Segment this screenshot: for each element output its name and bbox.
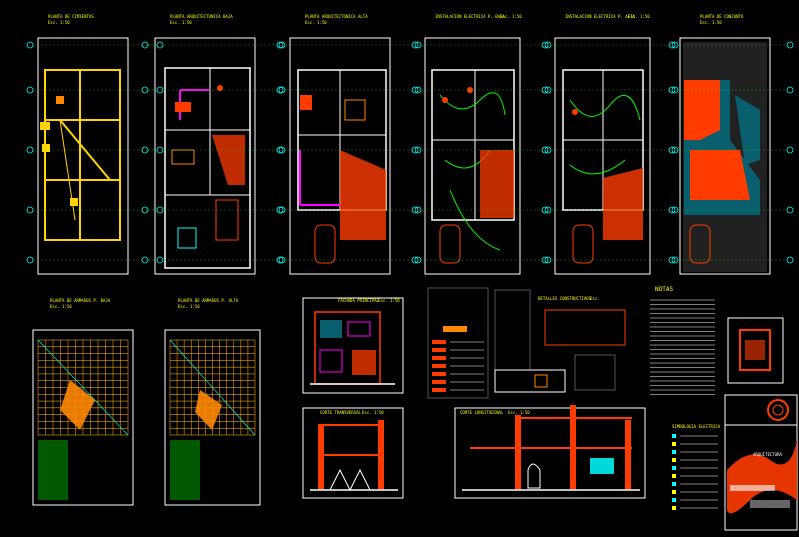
scale-electrica-baja: Esc. 1:50 [500,14,522,19]
plan-conjunto [679,37,771,275]
title-simbologia: SIMBOLOGIA ELECTRICA [672,424,721,429]
axis-bubble [414,146,422,154]
scale-plan-alta: Esc. 1:50 [305,20,327,25]
title-plan-baja: PLANTA ARQUITECTONICA BAJA [170,14,233,19]
axis-bubble [544,86,552,94]
scale-corte-transversal: Esc. 1:50 [362,410,384,415]
axis-bubble [414,41,422,49]
plan-electrica-alta [554,37,651,275]
scale-armados-alta: Esc. 1:50 [178,304,200,309]
legend-swatch [432,380,446,384]
detalle-escalera [727,317,784,384]
scale-detalles: Esc. [590,296,600,301]
axis-bubble [414,206,422,214]
notas-block [650,299,715,395]
corte-transversal [302,407,404,499]
axis-bubble [671,256,679,264]
rebar-diagonal [37,339,129,436]
plan-arquitectonica-baja [154,37,256,275]
axis-bubble [544,256,552,264]
axis-bubble [786,41,794,49]
axis-bubble [671,146,679,154]
axis-bubbles [26,41,794,264]
simbologia-symbol [672,466,676,470]
title-corte-longitudinal: CORTE LONGITUDINAL [460,410,504,415]
fachada-principal [302,297,404,394]
rebar-diagonal [169,339,256,436]
title-electrica-baja: INSTALACION ELECTRICA P. BAJA [435,14,505,19]
axis-bubble [786,86,794,94]
legend-swatch [432,356,446,360]
plan-armados-baja [32,329,134,506]
title-armados-baja: PLANTA DE ARMADOS P. BAJA [50,298,111,303]
simbologia-symbol [672,482,676,486]
axis-bubble [414,86,422,94]
simbologia-symbol [672,450,676,454]
title-fachada: FACHADA PRINCIPAL [338,298,379,303]
simbologia-symbol [672,434,676,438]
title-electrica-alta: INSTALACION ELECTRICA P. ALTA [565,14,635,19]
legend-swatch [432,340,446,344]
detalles-constructivos [427,287,626,399]
scale-plan-baja: Esc. 1:50 [170,20,192,25]
axis-bubble [544,206,552,214]
scale-corte-longitudinal: Esc. 1:50 [508,410,530,415]
title-notas: NOTAS [655,286,674,293]
scale-conjunto: Esc. 1:50 [700,20,722,25]
legend-swatch [432,388,446,392]
simbologia-symbol [672,506,676,510]
title-block [724,394,798,531]
simbologia-electrica [672,434,718,510]
legend-swatch [432,372,446,376]
title-armados-alta: PLANTA DE ARMADOS P. ALTA [178,298,239,303]
axis-bubble [786,256,794,264]
scale-fachada: Esc. 1:50 [378,298,400,303]
scale-plan-cimientos: Esc. 1:50 [48,20,70,25]
simbologia-symbol [672,458,676,462]
axis-bubble [544,146,552,154]
title-conjunto: PLANTA DE CONJUNTO [700,14,744,19]
title-plan-alta: PLANTA ARQUITECTONICA ALTA [305,14,368,19]
simbologia-symbol [672,498,676,502]
title-plan-cimientos: PLANTA DE CIMIENTOS [48,14,94,19]
simbologia-symbol [672,442,676,446]
scale-electrica-alta: Esc. 1:50 [628,14,650,19]
axis-bubble [786,206,794,214]
axis-bubble [786,146,794,154]
legend-swatch [432,364,446,368]
legend-swatch [432,348,446,352]
axis-bubble [671,41,679,49]
scale-armados-baja: Esc. 1:50 [50,304,72,309]
simbologia-symbol [672,474,676,478]
axis-bubble [544,41,552,49]
title-detalles: DETALLES CONSTRUCTIVOS [538,296,591,301]
axis-bubble [414,256,422,264]
corte-longitudinal [454,405,646,499]
title-block-label: ARQUITECTURA [753,452,782,457]
axis-bubble [671,86,679,94]
axis-bubble [671,206,679,214]
plan-cimientos [37,37,129,275]
title-corte-transversal: CORTE TRANSVERSAL [320,410,361,415]
plan-armados-alta [164,329,261,506]
plan-arquitectonica-alta [289,37,391,275]
simbologia-symbol [672,490,676,494]
plan-electrica-baja [424,37,521,275]
